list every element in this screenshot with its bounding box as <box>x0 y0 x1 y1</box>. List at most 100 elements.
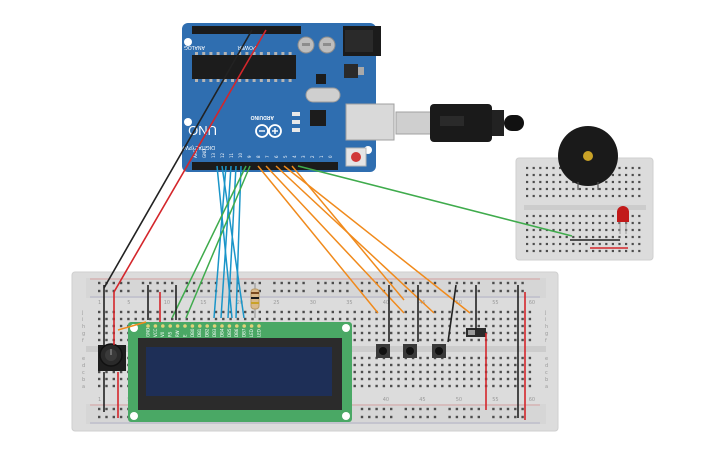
breadboard-hole[interactable] <box>514 317 517 321</box>
push-button[interactable] <box>403 344 417 358</box>
breadboard-hole[interactable] <box>411 384 415 388</box>
breadboard-hole[interactable] <box>390 363 393 367</box>
breadboard-hole[interactable] <box>572 242 575 246</box>
breadboard-hole[interactable] <box>448 363 451 367</box>
rail-hole[interactable] <box>419 281 422 285</box>
breadboard-hole[interactable] <box>455 363 459 367</box>
breadboard-hole[interactable] <box>552 194 555 198</box>
breadboard-hole[interactable] <box>411 370 415 374</box>
breadboard-hole[interactable] <box>492 331 495 335</box>
breadboard-hole[interactable] <box>119 384 123 388</box>
breadboard-hole[interactable] <box>287 317 291 321</box>
breadboard-hole[interactable] <box>463 384 466 388</box>
rail-hole[interactable] <box>448 415 451 419</box>
breadboard-hole[interactable] <box>390 338 393 342</box>
breadboard-hole[interactable] <box>492 363 495 367</box>
breadboard-hole[interactable] <box>528 324 532 328</box>
breadboard-hole[interactable] <box>98 317 101 321</box>
breadboard-hole[interactable] <box>598 249 601 253</box>
breadboard-hole[interactable] <box>532 235 535 239</box>
rail-hole[interactable] <box>98 289 101 293</box>
breadboard-hole[interactable] <box>565 242 568 246</box>
rail-hole[interactable] <box>514 281 517 285</box>
breadboard-hole[interactable] <box>559 242 562 246</box>
rail-hole[interactable] <box>141 281 145 285</box>
breadboard-hole[interactable] <box>353 377 356 381</box>
breadboard-hole[interactable] <box>368 324 371 328</box>
rail-hole[interactable] <box>521 281 524 285</box>
rail-hole[interactable] <box>171 289 174 293</box>
breadboard-hole[interactable] <box>397 370 400 374</box>
lcd-pin[interactable] <box>190 324 195 328</box>
lcd-pin[interactable] <box>227 324 232 328</box>
breadboard-hole[interactable] <box>441 370 444 374</box>
rail-hole[interactable] <box>287 289 291 293</box>
breadboard-hole[interactable] <box>578 214 581 218</box>
lcd-pin[interactable] <box>146 324 150 328</box>
breadboard-hole[interactable] <box>514 377 517 381</box>
breadboard-hole[interactable] <box>149 317 152 321</box>
rail-hole[interactable] <box>499 289 502 293</box>
rail-hole[interactable] <box>331 289 334 293</box>
lcd-pin[interactable] <box>212 324 217 328</box>
breadboard-hole[interactable] <box>207 310 210 314</box>
breadboard-hole[interactable] <box>397 363 400 367</box>
rail-hole[interactable] <box>346 289 349 293</box>
lcd-pin[interactable] <box>161 324 165 328</box>
breadboard-hole[interactable] <box>229 317 232 321</box>
breadboard-hole[interactable] <box>545 194 548 198</box>
breadboard-hole[interactable] <box>528 331 532 335</box>
breadboard-hole[interactable] <box>222 310 225 314</box>
breadboard-hole[interactable] <box>411 377 415 381</box>
rail-hole[interactable] <box>433 407 437 411</box>
breadboard-hole[interactable] <box>625 180 628 184</box>
rail-hole[interactable] <box>163 289 167 293</box>
rail-hole[interactable] <box>514 415 517 419</box>
breadboard-hole[interactable] <box>368 310 371 314</box>
breadboard-hole[interactable] <box>638 221 641 225</box>
rail-hole[interactable] <box>455 415 459 419</box>
breadboard-hole[interactable] <box>631 249 634 253</box>
rail-hole[interactable] <box>448 289 451 293</box>
rail-hole[interactable] <box>346 281 349 285</box>
breadboard-hole[interactable] <box>397 317 400 321</box>
rail-hole[interactable] <box>156 289 159 293</box>
rail-hole[interactable] <box>236 289 240 293</box>
rail-hole[interactable] <box>273 281 276 285</box>
breadboard-hole[interactable] <box>441 384 444 388</box>
breadboard-hole[interactable] <box>331 310 334 314</box>
breadboard-hole[interactable] <box>598 221 601 225</box>
breadboard-hole[interactable] <box>506 370 510 374</box>
breadboard-hole[interactable] <box>578 235 581 239</box>
breadboard-hole[interactable] <box>433 363 437 367</box>
breadboard-hole[interactable] <box>390 331 393 335</box>
breadboard-hole[interactable] <box>360 324 364 328</box>
breadboard-hole[interactable] <box>236 317 240 321</box>
breadboard-hole[interactable] <box>572 228 575 232</box>
breadboard-hole[interactable] <box>105 317 108 321</box>
breadboard-hole[interactable] <box>404 331 407 335</box>
breadboard-hole[interactable] <box>521 377 524 381</box>
breadboard-hole[interactable] <box>521 324 524 328</box>
breadboard-hole[interactable] <box>171 310 174 314</box>
breadboard-hole[interactable] <box>611 242 614 246</box>
breadboard-hole[interactable] <box>598 235 601 239</box>
breadboard-hole[interactable] <box>441 331 444 335</box>
breadboard-hole[interactable] <box>411 331 415 335</box>
breadboard-hole[interactable] <box>368 338 371 342</box>
breadboard-hole[interactable] <box>638 194 641 198</box>
breadboard-hole[interactable] <box>506 363 510 367</box>
breadboard-hole[interactable] <box>605 214 608 218</box>
breadboard-hole[interactable] <box>346 310 349 314</box>
breadboard-hole[interactable] <box>618 166 621 170</box>
breadboard-hole[interactable] <box>539 242 542 246</box>
breadboard-hole[interactable] <box>112 377 115 381</box>
breadboard-hole[interactable] <box>163 317 167 321</box>
breadboard-hole[interactable] <box>448 377 451 381</box>
rail-hole[interactable] <box>360 281 364 285</box>
breadboard-hole[interactable] <box>404 338 407 342</box>
breadboard-hole[interactable] <box>397 338 400 342</box>
breadboard-hole[interactable] <box>526 173 529 177</box>
breadboard-hole[interactable] <box>528 338 532 342</box>
breadboard-hole[interactable] <box>526 214 529 218</box>
